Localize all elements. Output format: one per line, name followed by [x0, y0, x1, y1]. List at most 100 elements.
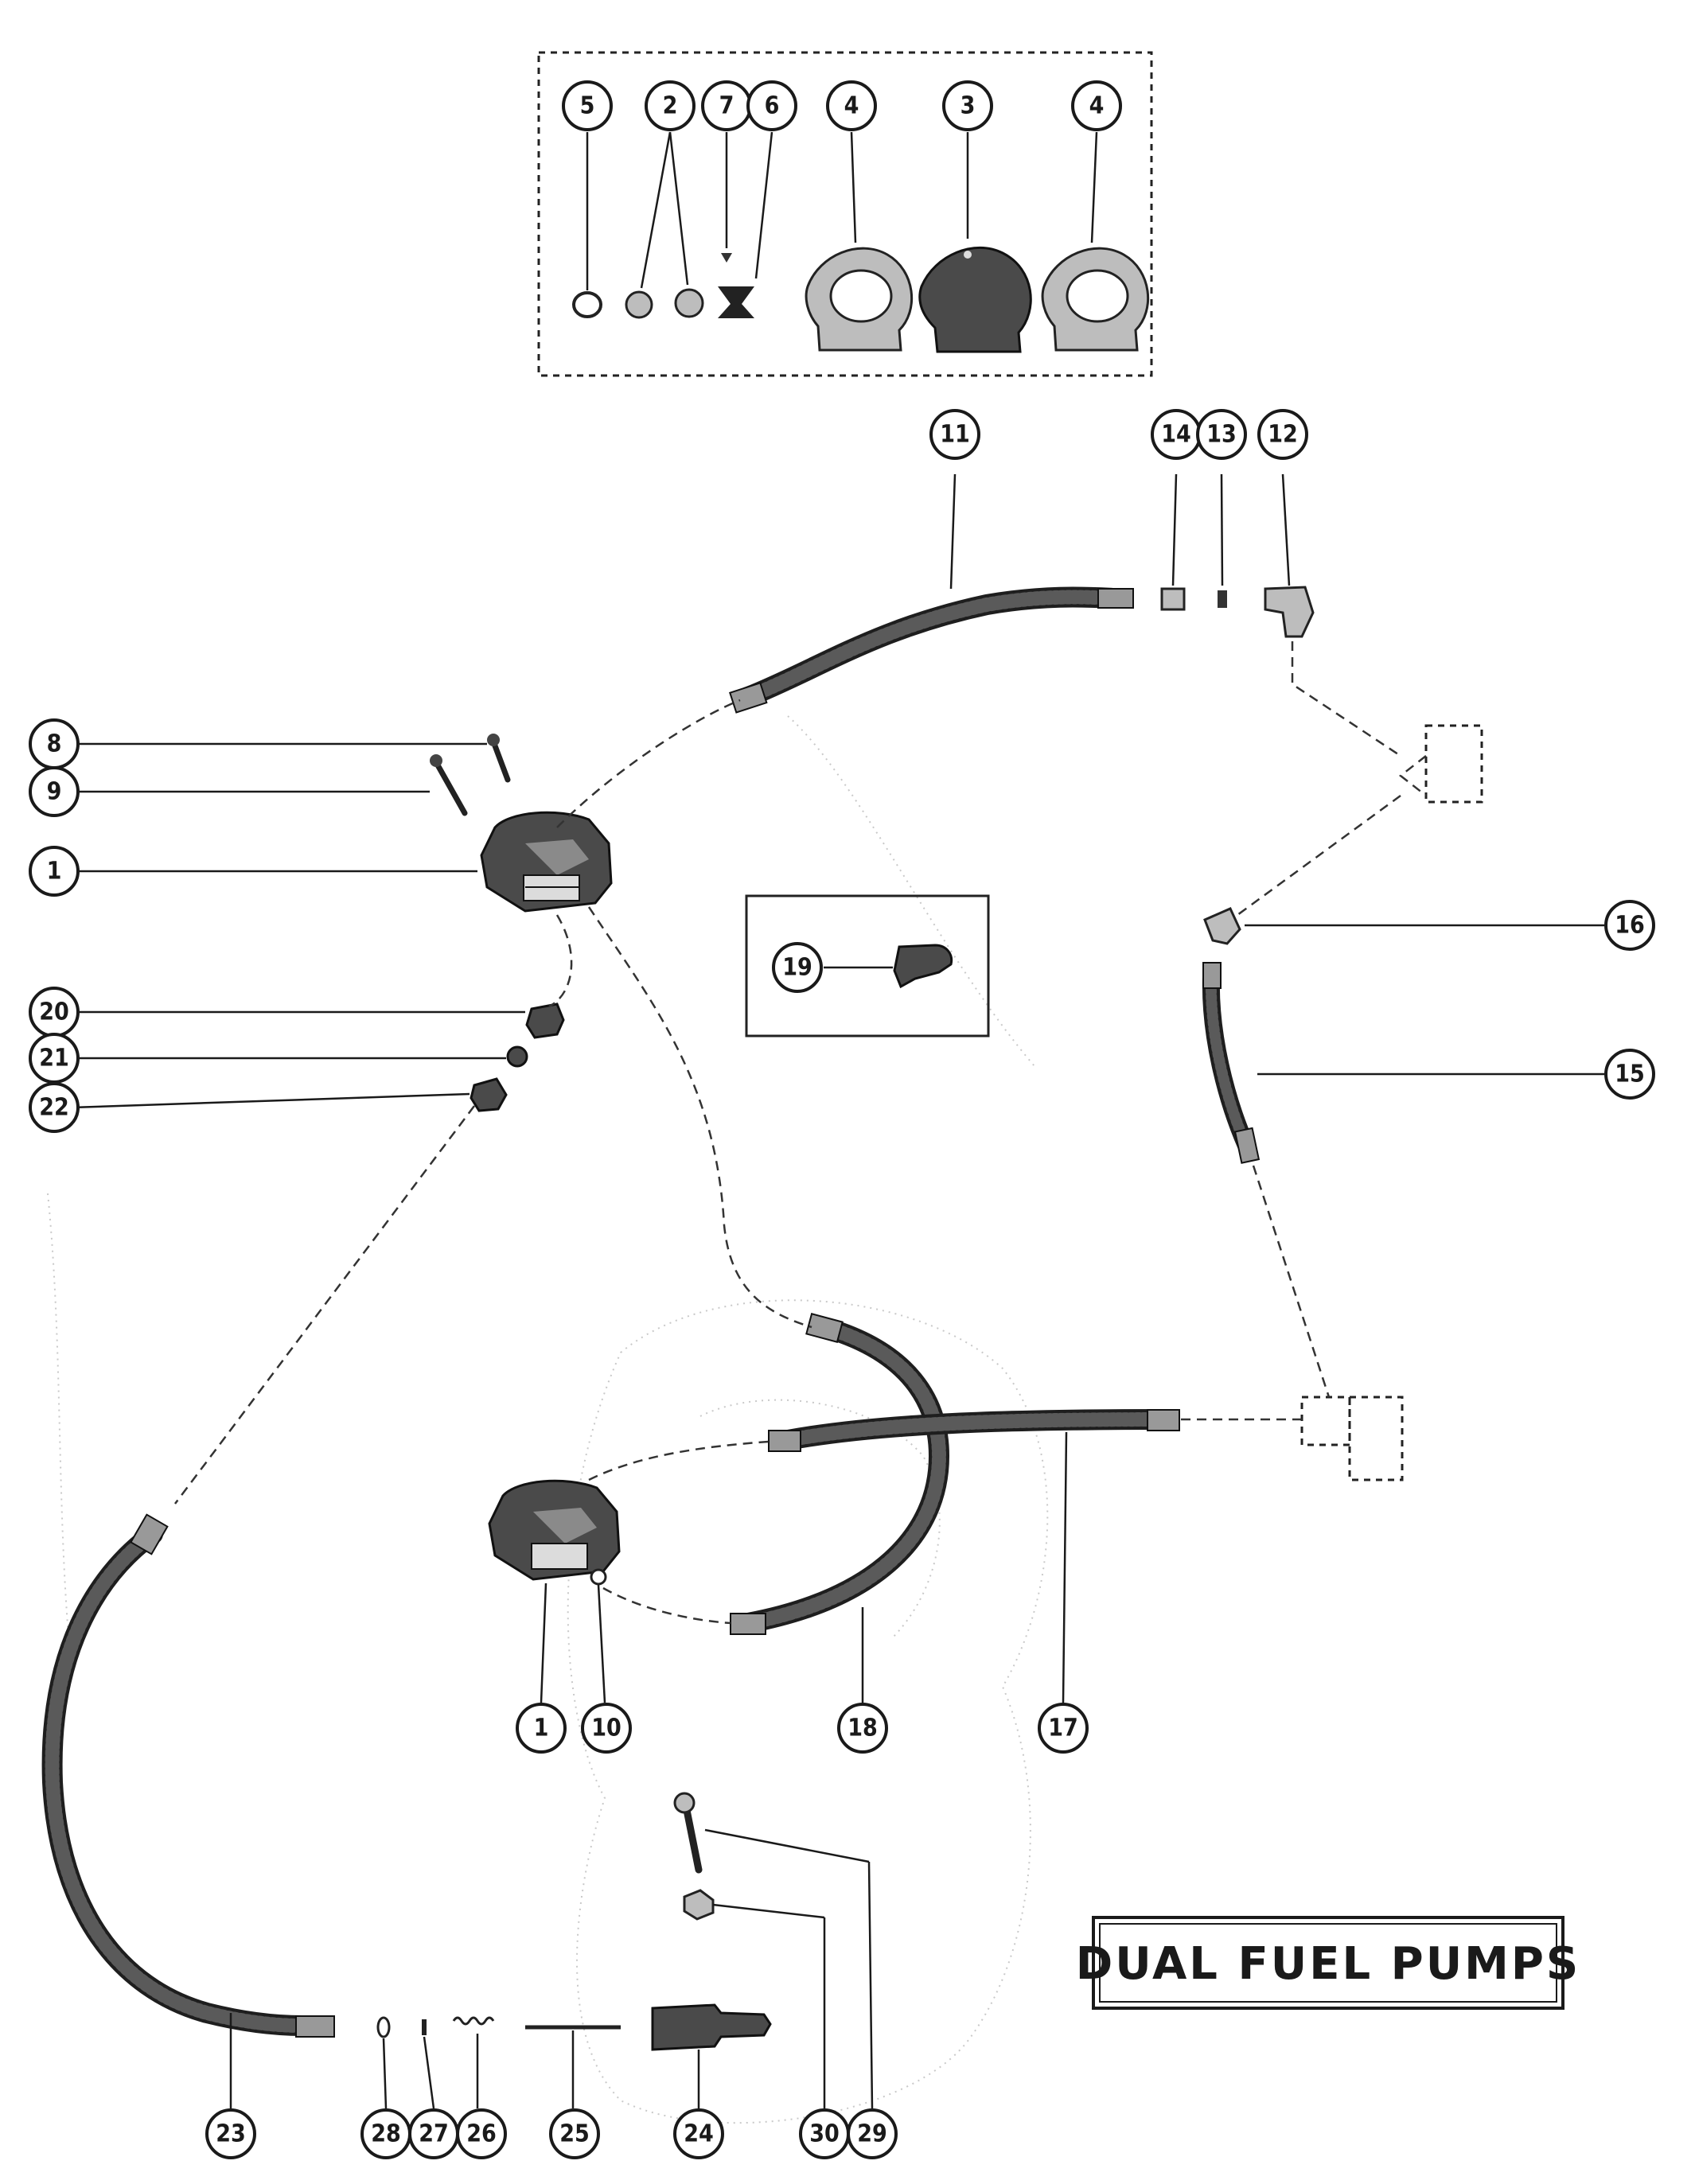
lower-fuel-pump	[488, 1479, 621, 1581]
callout-22: 22	[29, 1082, 80, 1133]
callout-14: 14	[1151, 409, 1202, 460]
callout-29: 29	[847, 2108, 898, 2159]
valve-part	[674, 288, 704, 318]
callout-28: 28	[360, 2108, 411, 2159]
diaphragm-part	[918, 246, 1032, 353]
bolt-part	[682, 1802, 703, 1874]
svg-text:11: 11	[940, 421, 970, 449]
svg-text:18: 18	[848, 1715, 878, 1742]
callout-5: 5	[562, 80, 613, 131]
svg-text:3: 3	[961, 92, 976, 120]
nut-part	[1160, 587, 1186, 611]
svg-text:1: 1	[534, 1715, 549, 1742]
fitting-19-inset	[745, 894, 990, 1037]
svg-text:16: 16	[1615, 912, 1645, 940]
svg-text:24: 24	[684, 2120, 714, 2148]
screw-part	[433, 759, 468, 816]
callout-3: 3	[942, 80, 993, 131]
callout-19: 19	[772, 942, 823, 993]
callout-16: 16	[1604, 900, 1655, 951]
callout-17: 17	[1038, 1703, 1089, 1754]
svg-text:12: 12	[1268, 421, 1298, 449]
svg-text:15: 15	[1615, 1061, 1645, 1088]
inset-border	[745, 894, 990, 1037]
svg-text:26: 26	[466, 2120, 497, 2148]
svg-text:25: 25	[559, 2120, 590, 2148]
svg-text:19: 19	[782, 954, 812, 982]
svg-text:17: 17	[1048, 1715, 1078, 1742]
hose-17	[768, 1409, 1180, 1452]
svg-text:2: 2	[663, 92, 678, 120]
valve-body-part	[651, 2003, 772, 2051]
callout-25: 25	[549, 2108, 600, 2159]
hose-18	[730, 1313, 950, 1635]
callout-15: 15	[1604, 1049, 1655, 1100]
svg-text:14: 14	[1161, 421, 1191, 449]
callout-21: 21	[29, 1033, 80, 1084]
elbow-fitting-part	[1264, 586, 1315, 638]
hose-15	[1202, 962, 1261, 1164]
callout-27: 27	[408, 2108, 459, 2159]
callout-24: 24	[673, 2108, 724, 2159]
svg-text:7: 7	[719, 92, 734, 120]
washer-part	[590, 1568, 607, 1586]
callout-30: 30	[799, 2108, 850, 2159]
leader-lines	[71, 131, 1604, 2109]
callout-bubbles: 5 2 7 6 4 3 4 11 14 13 12 8 9 1 20 21 22…	[29, 80, 1655, 2159]
callout-10: 10	[581, 1703, 632, 1754]
callout-4: 4	[1071, 80, 1122, 131]
sleeve-part	[1218, 590, 1227, 608]
svg-text:13: 13	[1206, 421, 1237, 449]
svg-text:27: 27	[419, 2120, 449, 2148]
diagram-title: DUAL FUEL PUMPS	[1076, 1938, 1581, 1990]
inlet-fittings	[470, 1002, 565, 1112]
svg-text:6: 6	[765, 92, 780, 120]
elbow-fitting-part	[1203, 907, 1241, 945]
gasket-kit-inset	[537, 51, 1153, 377]
svg-text:8: 8	[47, 730, 62, 758]
svg-text:23: 23	[216, 2120, 246, 2148]
callout-6: 6	[746, 80, 797, 131]
screw-part	[721, 253, 732, 263]
diagram-title-box: DUAL FUEL PUMPS	[1076, 1916, 1581, 2010]
callout-1: 1	[516, 1703, 567, 1754]
svg-text:1: 1	[47, 858, 62, 886]
inset-border	[537, 51, 1153, 377]
callout-11: 11	[929, 409, 980, 460]
callout-9: 9	[29, 766, 80, 817]
filter-outline	[1424, 724, 1483, 804]
callout-20: 20	[29, 987, 80, 1037]
hose-11	[729, 586, 1134, 714]
tee-fitting-part	[893, 944, 953, 989]
spring-part	[452, 2016, 495, 2026]
hose-23	[41, 1513, 335, 2038]
screw-part	[490, 738, 511, 783]
callout-13: 13	[1196, 409, 1247, 460]
svg-text:22: 22	[39, 1094, 69, 1122]
svg-text:30: 30	[809, 2120, 840, 2148]
retainer-part	[718, 286, 754, 318]
valve-part	[625, 290, 653, 319]
o-ring-part	[572, 291, 602, 318]
callout-2: 2	[645, 80, 696, 131]
sleeve-part	[422, 2019, 427, 2035]
svg-text:28: 28	[371, 2120, 401, 2148]
callout-4: 4	[826, 80, 877, 131]
upper-fuel-pump	[480, 811, 613, 913]
svg-text:29: 29	[857, 2120, 887, 2148]
callout-23: 23	[205, 2108, 256, 2159]
svg-text:20: 20	[39, 999, 69, 1026]
filter-outline	[1300, 1396, 1351, 1446]
callout-12: 12	[1257, 409, 1308, 460]
callout-7: 7	[701, 80, 752, 131]
routing-lines	[174, 641, 1401, 1625]
svg-text:5: 5	[580, 92, 595, 120]
svg-text:4: 4	[1089, 92, 1105, 120]
svg-text:9: 9	[47, 778, 62, 806]
svg-text:21: 21	[39, 1045, 69, 1073]
svg-text:4: 4	[844, 92, 859, 120]
callout-18: 18	[837, 1703, 888, 1754]
svg-text:10: 10	[591, 1715, 622, 1742]
callout-1: 1	[29, 846, 80, 897]
